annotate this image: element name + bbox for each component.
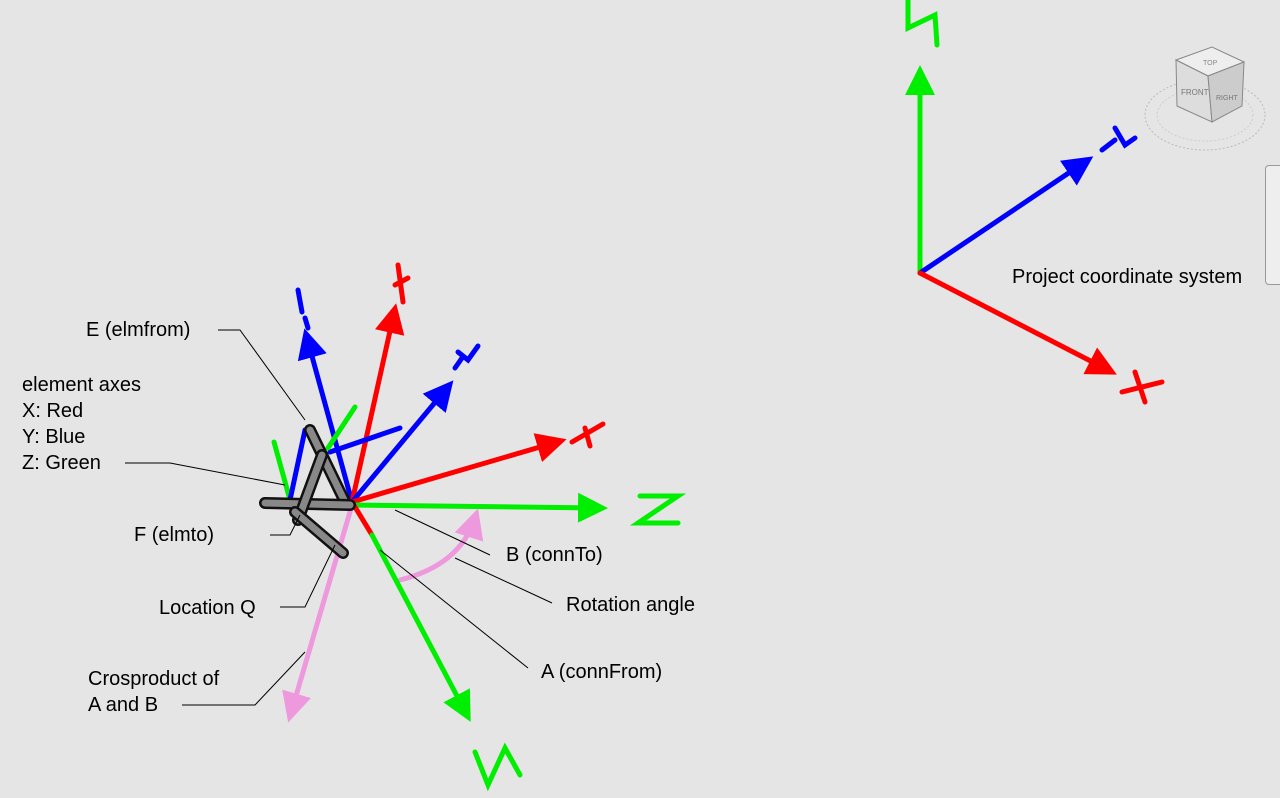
project-y-letter <box>1099 125 1138 153</box>
x-letter-2 <box>569 421 606 449</box>
callout-elmto <box>270 514 301 536</box>
green-a-axis <box>369 532 471 722</box>
callout-cross <box>182 651 306 706</box>
blue-short-2 <box>287 427 308 503</box>
z-letter <box>629 493 687 526</box>
callout-connfrom <box>379 549 529 669</box>
label-cross-2: A and B <box>88 694 159 716</box>
viewcube-top[interactable]: TOP <box>1203 60 1218 67</box>
green-z-axis <box>349 492 608 523</box>
label-elmto: F (elmto) <box>134 524 214 546</box>
label-axes-title: element axes <box>22 374 141 396</box>
pink-cross-axis <box>282 502 355 723</box>
z-letter-2 <box>472 742 523 792</box>
label-rotation: Rotation angle <box>566 594 695 616</box>
green-short-2 <box>271 439 293 503</box>
viewcube-front[interactable]: FRONT <box>1181 88 1209 97</box>
label-cross-1: Crosproduct of <box>88 668 220 690</box>
blue-axis-1 <box>297 328 355 505</box>
red-axis-2 <box>349 433 567 505</box>
red-axis-1 <box>349 303 405 505</box>
label-connfrom: A (connFrom) <box>541 661 663 683</box>
navigation-bar[interactable] <box>1265 165 1280 285</box>
project-x-axis <box>917 270 1117 375</box>
blue-axis-2 <box>349 380 454 505</box>
y-letter-2 <box>452 343 481 371</box>
label-axes-x: X: Red <box>22 400 84 422</box>
viewcube-right[interactable]: RIGHT <box>1216 95 1239 102</box>
callout-location <box>280 544 336 608</box>
y-letter-1 <box>295 287 311 331</box>
callout-axes <box>125 462 286 486</box>
project-y-axis <box>917 156 1094 276</box>
callout-connto <box>394 509 491 556</box>
view-cube[interactable]: TOP FRONT RIGHT <box>1144 46 1266 151</box>
label-project: Project coordinate system <box>1012 266 1243 288</box>
project-z-letter <box>905 0 940 48</box>
label-axes-y: Y: Blue <box>22 426 86 448</box>
label-elmfrom: E (elmfrom) <box>86 319 191 341</box>
pipe-elements <box>259 424 356 559</box>
label-location: Location Q <box>159 597 256 619</box>
blue-short <box>327 425 403 455</box>
green-short-1 <box>325 404 358 451</box>
x-letter-1 <box>392 262 411 305</box>
label-axes-z: Z: Green <box>22 452 101 474</box>
callout-rotation <box>454 557 553 604</box>
label-connto: B (connTo) <box>506 544 603 566</box>
rotation-arc <box>397 508 484 583</box>
project-x-letter <box>1119 369 1165 405</box>
callout-elmfrom <box>218 329 306 421</box>
